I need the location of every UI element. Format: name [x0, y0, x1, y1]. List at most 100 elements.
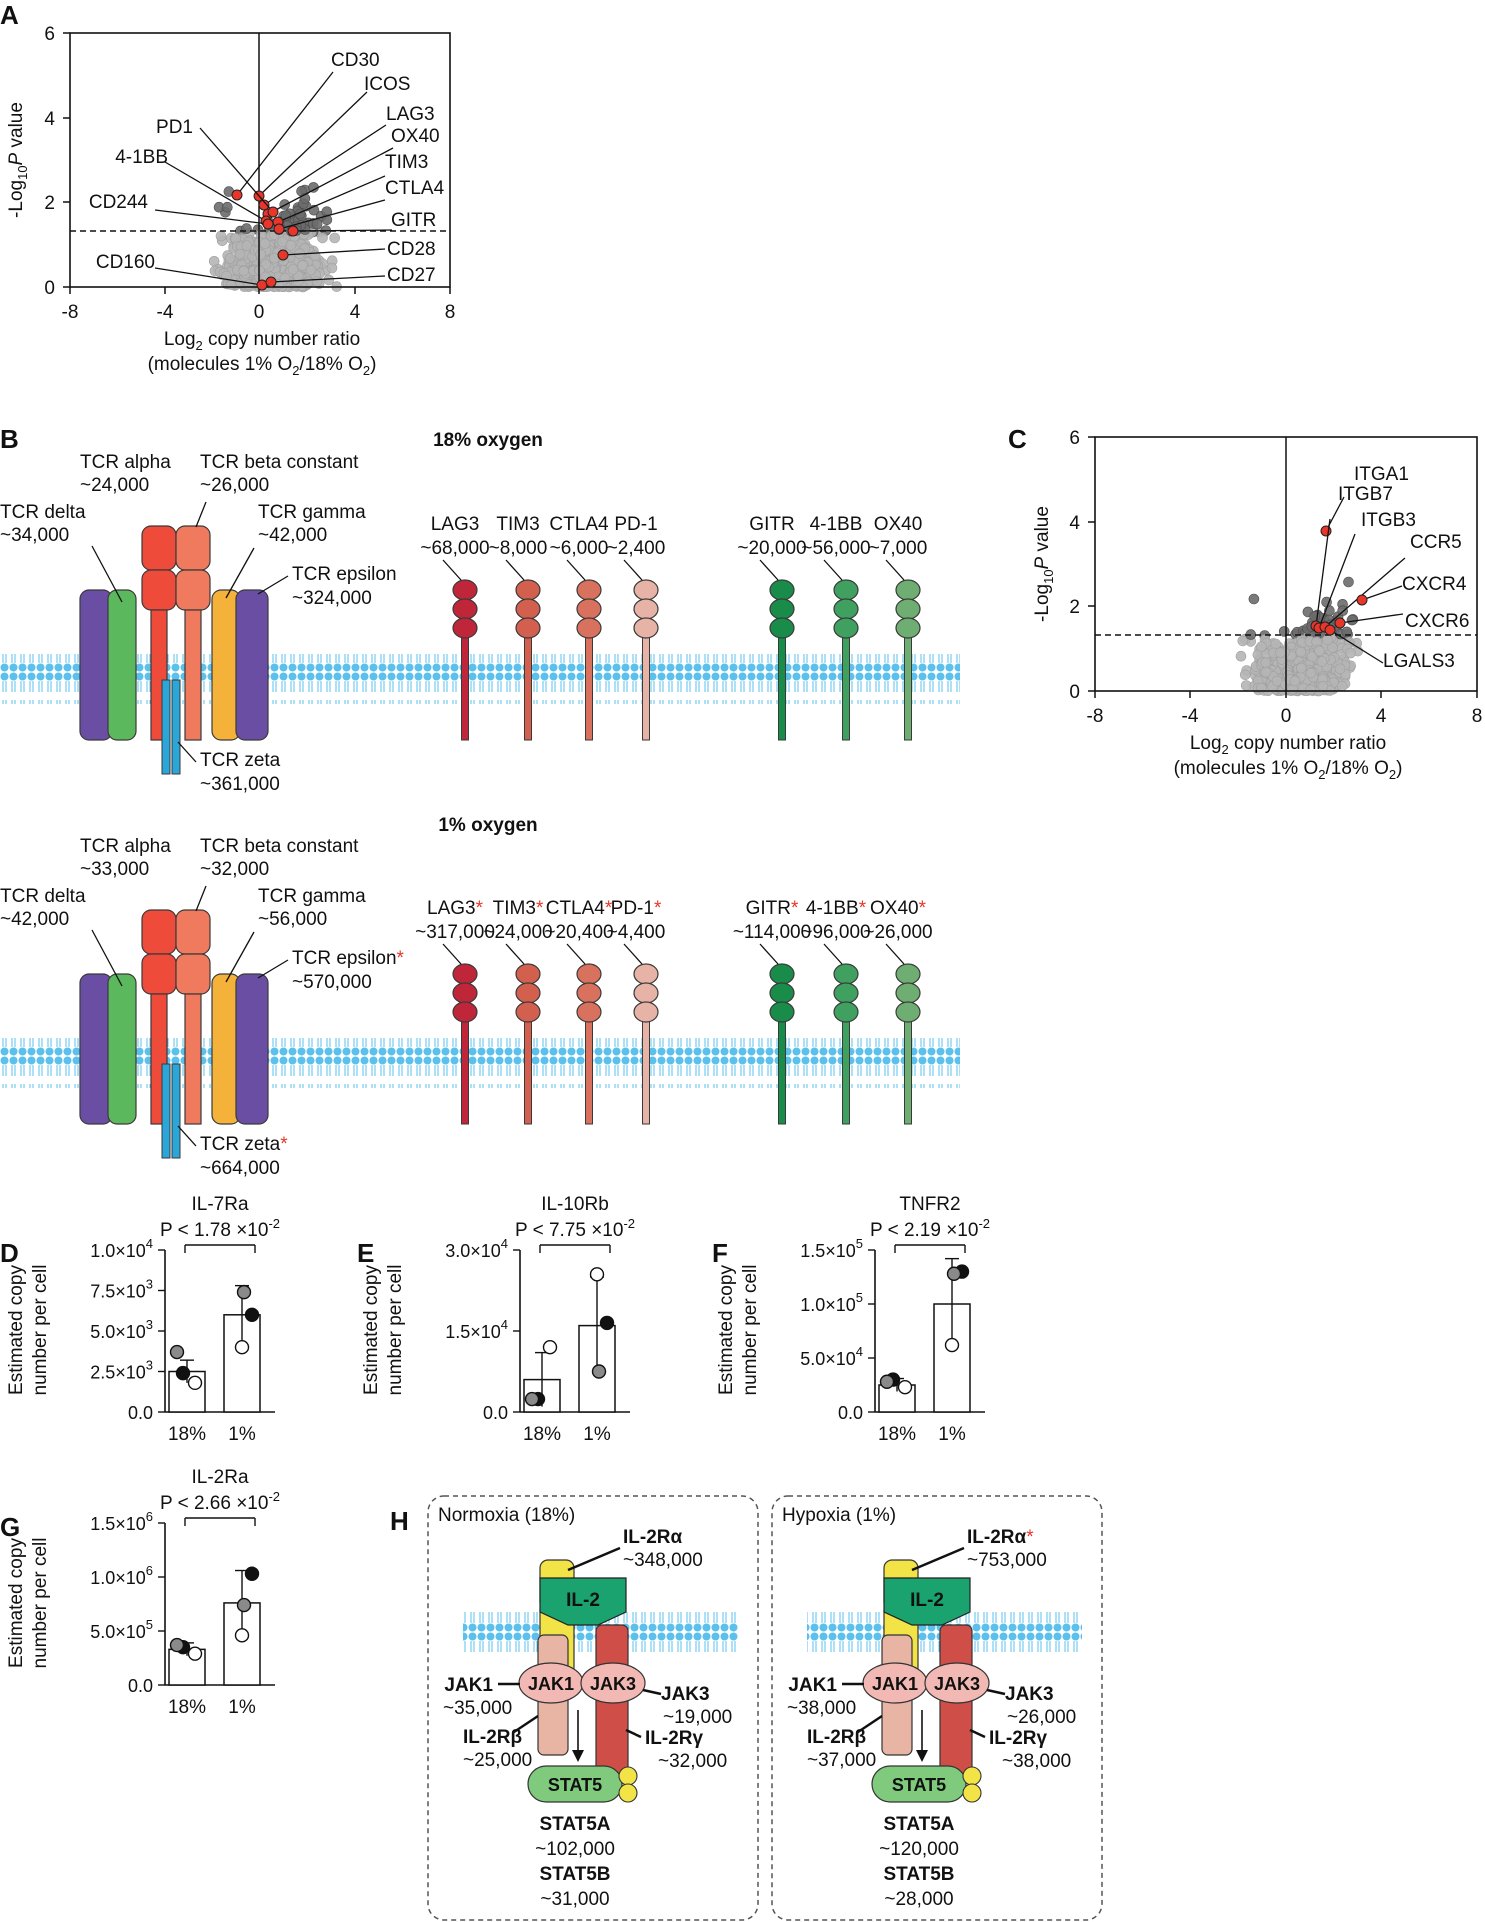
volcano-point: [1260, 657, 1272, 669]
volcano-point: [1346, 614, 1358, 626]
volcano-point: [1237, 635, 1249, 647]
label-leader: [177, 741, 197, 763]
dashed-frame: [771, 1495, 1103, 1921]
x-category-label: 1%: [938, 1424, 966, 1445]
tcr-zeta-label: TCR zeta: [200, 750, 281, 771]
receptor-domain: [452, 598, 478, 620]
receptor-domain: [633, 579, 659, 601]
replicate-point: [244, 1307, 260, 1323]
volcano-a-ytick: 2: [44, 193, 55, 214]
volcano-point: [1305, 684, 1316, 696]
annotation-leader: [292, 229, 393, 232]
significance-star: *: [476, 898, 484, 919]
jak1-count: ~38,000: [787, 1698, 856, 1719]
replicate-point: [589, 1267, 605, 1282]
receptor-name: TIM3*: [493, 898, 544, 919]
label-leader: [442, 559, 462, 581]
highlight-point: [1334, 617, 1346, 629]
stat5a-label: STAT5A: [883, 1814, 954, 1835]
p-value-exponent: -2: [623, 1216, 635, 1231]
tcr-beta-tail: [184, 993, 202, 1125]
receptor-count: ~6,000: [550, 538, 609, 559]
label-leader: [969, 1728, 986, 1739]
jak3-kinase: [580, 1662, 646, 1704]
bar-title: IL-10Rb: [541, 1194, 609, 1215]
tcr-beta-label: TCR beta constant: [200, 836, 359, 857]
volcano-point: [1270, 638, 1281, 650]
replicate-point: [599, 1315, 615, 1331]
receptor-domain: [452, 982, 478, 1004]
significance-star: *: [536, 898, 544, 919]
receptor-domain: [515, 579, 541, 601]
bar-ylabel-line: number per cell: [740, 1265, 761, 1396]
y-tick-label: 0.0: [128, 1676, 153, 1696]
replicate-point: [169, 1344, 185, 1360]
label-leader: [759, 559, 779, 581]
tcr-alpha-label: TCR alpha: [80, 452, 171, 473]
receptor-domain: [895, 617, 921, 639]
y-tick-label: 1.5×104: [445, 1317, 508, 1342]
tcr-zeta-chain: [161, 679, 171, 775]
receptor-domain: [769, 963, 795, 985]
y-tick-label: 1.0×106: [90, 1563, 153, 1588]
y-tick-exponent: 6: [146, 1563, 153, 1578]
highlight-point: [1356, 594, 1368, 606]
annotation-leader: [1315, 518, 1331, 627]
volcano-point: [1345, 647, 1356, 659]
panel-label-g: G: [0, 1512, 20, 1542]
y-tick-label: 5.0×105: [90, 1617, 153, 1642]
volcano-point: [1336, 680, 1348, 692]
tcr-gamma-count: ~42,000: [258, 525, 327, 546]
il2rb-count: ~25,000: [463, 1750, 532, 1771]
y-tick-exponent: 4: [146, 1236, 153, 1251]
replicate-point: [234, 1628, 250, 1643]
receptor-name: PD-1*: [611, 898, 662, 919]
x-category-label: 18%: [168, 1697, 206, 1718]
receptor-domain: [452, 963, 478, 985]
tcr-gamma-label: TCR gamma: [258, 502, 366, 523]
receptor-domain: [515, 963, 541, 985]
jak1-label: JAK1: [528, 1674, 574, 1694]
y-tick-label: 1.5×106: [90, 1509, 153, 1534]
tcr-gamma-label: TCR gamma: [258, 886, 366, 907]
volcano-c-xlabel2: (molecules 1% O2/18% O2): [1174, 758, 1403, 782]
receptor-domain: [515, 617, 541, 639]
receptor-count: ~4,400: [607, 922, 666, 943]
receptor-count: ~20,000: [737, 538, 806, 559]
p-value-label: P < 1.78 ×10-2: [160, 1216, 280, 1241]
replicate-point: [591, 1364, 607, 1379]
receptor-domain: [515, 982, 541, 1004]
x-category-label: 18%: [523, 1424, 561, 1445]
label-leader: [566, 559, 586, 581]
tcr-gamma-count: ~56,000: [258, 909, 327, 930]
il2rg-label: IL-2Rγ: [989, 1728, 1048, 1749]
label-leader: [759, 943, 779, 965]
receptor-domain: [633, 598, 659, 620]
receptor-name: GITR: [749, 514, 794, 535]
jak1-label: JAK1: [872, 1674, 918, 1694]
y-tick-label: 1.0×105: [800, 1290, 863, 1315]
annotation-leader: [258, 91, 368, 197]
tcr-beta-tail: [184, 609, 202, 741]
panel-label-e: E: [357, 1238, 374, 1268]
jak1-side-label: JAK1: [444, 1675, 493, 1696]
replicate-point: [236, 1597, 252, 1613]
bar-ylabel-line: Estimated copy: [716, 1265, 737, 1395]
replicate-point: [234, 1339, 250, 1355]
tcr-delta-count: ~34,000: [0, 525, 69, 546]
volcano-point: [1240, 680, 1252, 691]
replicate-point: [236, 1284, 252, 1300]
tcr-delta-partner-chain: [107, 973, 137, 1125]
y-tick-label: 1.5×105: [800, 1236, 863, 1261]
bar-ylabel-line: number per cell: [385, 1265, 406, 1396]
receptor-count: ~96,000: [801, 922, 870, 943]
annotation-leader: [278, 199, 386, 230]
jak1-count: ~35,000: [443, 1698, 512, 1719]
label-leader: [195, 501, 207, 528]
y-tick-exponent: 3: [146, 1358, 153, 1373]
il2ra-label: IL-2Rα*: [967, 1527, 1034, 1548]
tcr-delta-chain: [79, 589, 113, 741]
